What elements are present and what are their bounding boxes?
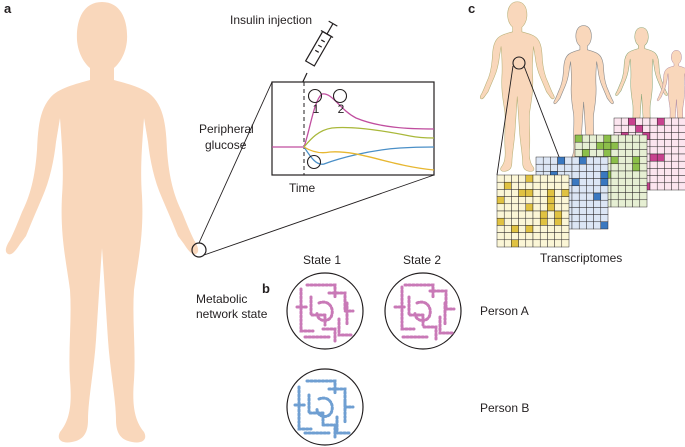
marker-label-2: 2 [338,102,345,116]
tissue-sample-circle [512,56,526,70]
zoom-line-left [496,65,514,176]
marker-circle-trough [306,154,322,170]
y-axis-label-line2: glucose [205,138,247,152]
panel-letter-c: c [468,1,475,16]
projection-line-top [198,81,273,244]
transcriptome-grid [496,174,570,248]
person-label-b: Person B [480,401,529,415]
network-circle-b-state1 [286,368,364,446]
glucose-curve-yellow [303,146,435,171]
y-axis-label-line1: Peripheral [199,122,254,136]
transcriptome-grids [496,117,685,248]
projection-line-bottom [203,174,435,256]
person-label-a: Person A [480,304,529,318]
row-label-line1: Metabolic [196,292,247,306]
network-circle-a-state1 [286,272,364,350]
marker-label-1: 1 [313,102,320,116]
syringe-icon [299,20,338,89]
glucose-curve-olive [303,126,435,148]
human-body-silhouette [5,2,199,443]
marker-circle-2 [332,88,348,104]
panel-letter-a: a [4,1,12,16]
state-label-2: State 2 [403,253,441,267]
x-axis-label: Time [289,181,316,195]
state-label-1: State 1 [303,253,341,267]
body-shape [5,2,199,443]
panel-letter-b: b [262,281,270,296]
insulin-injection-label: Insulin injection [230,13,312,27]
body-yellow [479,1,555,172]
network-circle-a-state2 [384,272,462,350]
transcriptomes-label: Transcriptomes [540,251,622,265]
marker-circle-1 [307,88,323,104]
row-label-line2: network state [196,307,268,321]
